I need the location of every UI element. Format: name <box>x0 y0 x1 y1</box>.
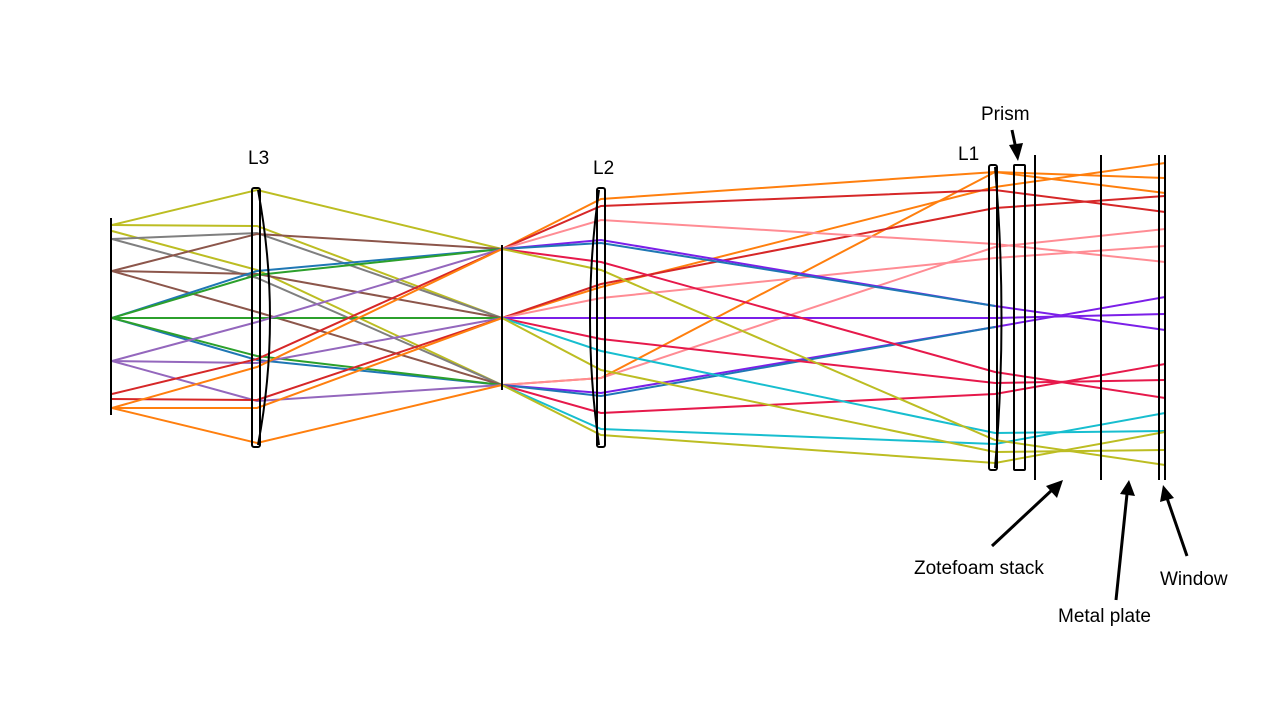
label-l2: L2 <box>593 158 614 179</box>
ray-purple-2 <box>111 317 503 365</box>
ray-blue-4 <box>501 326 996 398</box>
prism-element <box>1013 164 1026 471</box>
ray-red-1 <box>111 248 503 395</box>
lens-l2-profile <box>589 189 600 446</box>
ray-olive-5 <box>501 317 1166 454</box>
metal-plate-arrow-shaft <box>1114 493 1129 601</box>
ray-olive-1 <box>111 188 503 250</box>
ray-brown-1 <box>111 232 503 272</box>
label-window: Window <box>1160 569 1228 590</box>
label-l1: L1 <box>958 144 979 165</box>
lens-l1-profile <box>994 166 1003 469</box>
ray-olive-4 <box>501 248 1166 466</box>
zotefoam-arrow-shaft <box>990 488 1054 548</box>
ray-crimson-1 <box>501 248 1166 399</box>
ray-olive-6 <box>501 384 1166 465</box>
callout-arrows <box>990 129 1189 601</box>
prism-arrow-head <box>1009 143 1023 161</box>
ray-cyan-1 <box>501 317 1166 435</box>
ray-blue-3 <box>501 241 996 307</box>
ray-green-3 <box>111 317 503 386</box>
ray-crimson-2 <box>501 317 1166 385</box>
ray-pink-2 <box>501 245 1166 319</box>
ray-blue-1 <box>111 248 503 319</box>
ray-orange-4 <box>501 170 1166 250</box>
ray-orange-1 <box>111 248 503 409</box>
ray-orange-3 <box>111 384 503 445</box>
ray-pink-3 <box>501 228 1166 386</box>
ray-brown-3 <box>111 270 503 386</box>
ray-crimson-3 <box>501 363 1166 415</box>
ray-purple-1 <box>111 248 503 362</box>
optical-elements <box>110 155 1166 480</box>
ray-cyan-2 <box>501 384 1166 446</box>
lens-l2-frame <box>596 187 606 448</box>
text-labels: L3 L2 L1 Prism Zotefoam stack Metal plat… <box>248 104 1228 627</box>
metal-plate-arrow-head <box>1120 480 1135 496</box>
window-arrow-head <box>1160 485 1174 502</box>
ray-bundle <box>111 162 1166 466</box>
ray-green-1 <box>111 248 503 319</box>
label-prism: Prism <box>981 104 1030 125</box>
ray-grey-2 <box>111 238 503 386</box>
window-arrow-shaft <box>1165 497 1189 557</box>
ray-violet-1 <box>501 238 1166 331</box>
ray-violet-2 <box>502 313 1166 319</box>
label-l3: L3 <box>248 148 269 169</box>
lens-l1-frame <box>988 164 998 471</box>
lens-l3-profile <box>257 189 271 446</box>
ray-darkred-2 <box>501 195 1166 319</box>
ray-red-2 <box>111 317 503 402</box>
zotefoam-arrow-head <box>1046 480 1063 498</box>
label-zotefoam-stack: Zotefoam stack <box>914 558 1044 579</box>
lens-l3-frame <box>251 187 261 448</box>
ray-orange-2 <box>112 317 503 409</box>
label-metal-plate: Metal plate <box>1058 606 1151 627</box>
